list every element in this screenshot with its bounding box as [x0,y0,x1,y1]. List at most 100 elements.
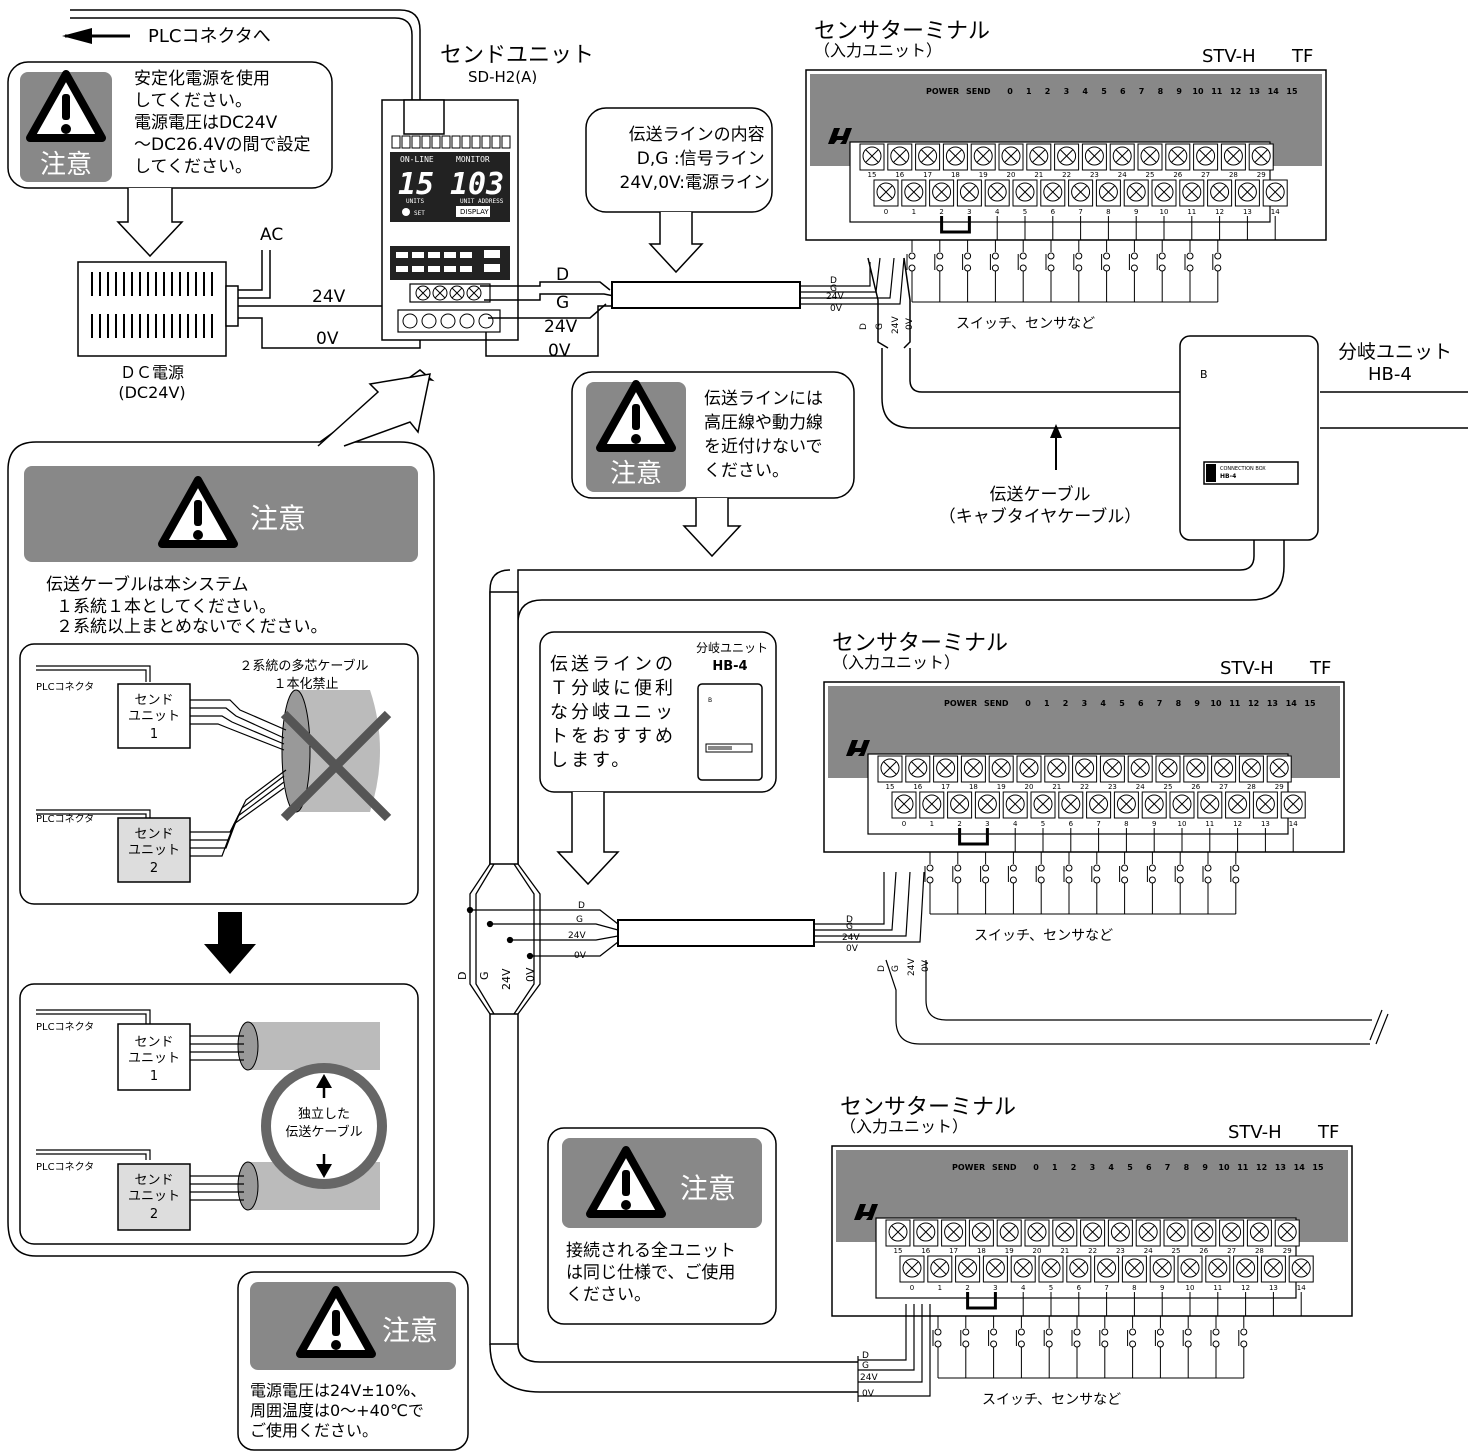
svg-text:27: 27 [1227,1247,1236,1255]
svg-text:26: 26 [1191,783,1200,791]
svg-text:15: 15 [1286,87,1298,96]
branch-note: 伝送ラインの Ｔ分岐に便利 な分岐ユニッ トをおすすめ します。 分岐ユニット … [539,631,777,886]
svg-text:10: 10 [1160,208,1169,216]
svg-text:9: 9 [1152,820,1156,828]
svg-text:23: 23 [1108,783,1117,791]
svg-text:12: 12 [1248,699,1259,708]
svg-text:独立した伝送ケーブル: 独立した伝送ケーブル [285,1107,362,1140]
svg-text:PLCコネクタ: PLCコネクタ [36,681,94,693]
svg-text:15: 15 [868,171,877,179]
display-button-label: DISPLAY [460,208,489,216]
svg-text:UNITS: UNITS [406,198,424,205]
svg-text:18: 18 [969,783,978,791]
svg-text:13: 13 [1267,699,1278,708]
cable-branch-to-t [489,540,1285,864]
svg-text:24V: 24V [568,931,586,941]
svg-text:1: 1 [912,208,916,216]
svg-text:2: 2 [965,1284,969,1292]
svg-text:7: 7 [1078,208,1082,216]
transmission-line-mid [617,919,815,947]
svg-text:PLCコネクタ: PLCコネクタ [36,1161,94,1173]
lcd-right: 103 [450,167,504,202]
svg-text:G: G [556,293,569,313]
svg-text:接続される全ユニット は同じ仕様で、ご使用: 接続される全ユニット は同じ仕様で、ご使用 ください。 [566,1241,741,1305]
svg-text:1: 1 [1052,1163,1058,1172]
transmission-line-top [611,281,801,309]
svg-text:8: 8 [1124,820,1128,828]
svg-text:14: 14 [1271,208,1280,216]
svg-text:22: 22 [1062,171,1071,179]
t-branch [466,863,619,1015]
lcd-left: 15 [398,167,434,202]
svg-text:24V: 24V [907,958,917,976]
svg-text:5: 5 [1023,208,1027,216]
svg-text:7: 7 [1104,1284,1108,1292]
svg-text:28: 28 [1255,1247,1264,1255]
svg-text:29: 29 [1275,783,1284,791]
svg-text:分岐ユニット: 分岐ユニット [696,641,768,655]
svg-text:電源電圧は24V±10%、 周囲温度は0～+40: 電源電圧は24V±10%、 周囲温度は0～+40℃で ご使用ください。 [250,1381,431,1440]
caution-power-text: 安定化電源を使用 してください。 電源電圧はDC24V ～DC26.4Vの間で設… [134,68,316,177]
svg-text:24V: 24V [842,933,860,943]
svg-text:14: 14 [1297,1284,1306,1292]
svg-text:D: D [877,965,887,972]
svg-text:14: 14 [1289,820,1298,828]
terminal-suffix: TF [1309,658,1331,679]
svg-text:12: 12 [1215,208,1224,216]
caution-power-label: 注意 [40,150,92,180]
svg-text:25: 25 [1172,1247,1181,1255]
svg-text:23: 23 [1090,171,1099,179]
svg-text:G: G [862,1361,869,1371]
svg-text:16: 16 [921,1247,930,1255]
svg-text:D: D [456,972,469,980]
svg-text:G: G [576,915,583,925]
cable-label: 伝送ケーブル （キャブタイヤケーブル） [939,424,1141,527]
plc-to-label: PLCコネクタへ [148,26,271,47]
svg-text:G: G [891,965,901,972]
svg-text:19: 19 [1005,1247,1014,1255]
svg-text:22: 22 [1088,1247,1097,1255]
svg-text:10: 10 [1210,699,1222,708]
svg-text:9: 9 [1160,1284,1164,1292]
caution-big-panel: 注意 伝送ケーブルは本システム １系統１本としてください。 ２系統以上まとめない… [7,369,435,1257]
svg-text:18: 18 [951,171,960,179]
branch-unit-model: HB-4 [1368,364,1412,385]
svg-text:0V: 0V [905,317,915,330]
cable-top-to-branch [867,257,1468,429]
terminal-title: センサターミナル [840,1095,1016,1120]
svg-text:10: 10 [1192,87,1204,96]
line-to-terminal1 [800,257,905,305]
svg-text:0: 0 [910,1284,914,1292]
svg-text:22: 22 [1080,783,1089,791]
svg-text:G: G [478,971,491,980]
svg-text:24V: 24V [860,1373,878,1383]
wire-0v-label: 0V [316,329,339,349]
svg-text:9: 9 [1194,699,1200,708]
svg-text:HB-4: HB-4 [1220,473,1236,480]
svg-text:8: 8 [1106,208,1110,216]
svg-text:注意: 注意 [680,1172,736,1205]
svg-text:0: 0 [1033,1163,1039,1172]
svg-text:29: 29 [1257,171,1266,179]
arrow-down-icon [204,912,256,974]
ac-label: AC [260,225,283,245]
cable-to-terminal3 [489,1343,858,1393]
svg-text:6: 6 [1120,87,1126,96]
branch-unit: B CONNECTION BOX HB-4 分岐ユニット HB-4 [1179,335,1452,541]
svg-text:G: G [846,922,853,932]
svg-text:7: 7 [1165,1163,1171,1172]
svg-text:23: 23 [1116,1247,1125,1255]
branch-unit-title: 分岐ユニット [1338,341,1452,363]
line-tags-top: D G 24V 0V [826,276,844,314]
svg-text:1: 1 [1044,699,1050,708]
svg-text:13: 13 [1243,208,1252,216]
svg-text:4: 4 [995,208,1000,216]
svg-text:19: 19 [979,171,988,179]
svg-text:15: 15 [1312,1163,1324,1172]
switch-label: スイッチ、センサなど [982,1392,1121,1408]
svg-text:1: 1 [1026,87,1032,96]
svg-text:0: 0 [1007,87,1013,96]
